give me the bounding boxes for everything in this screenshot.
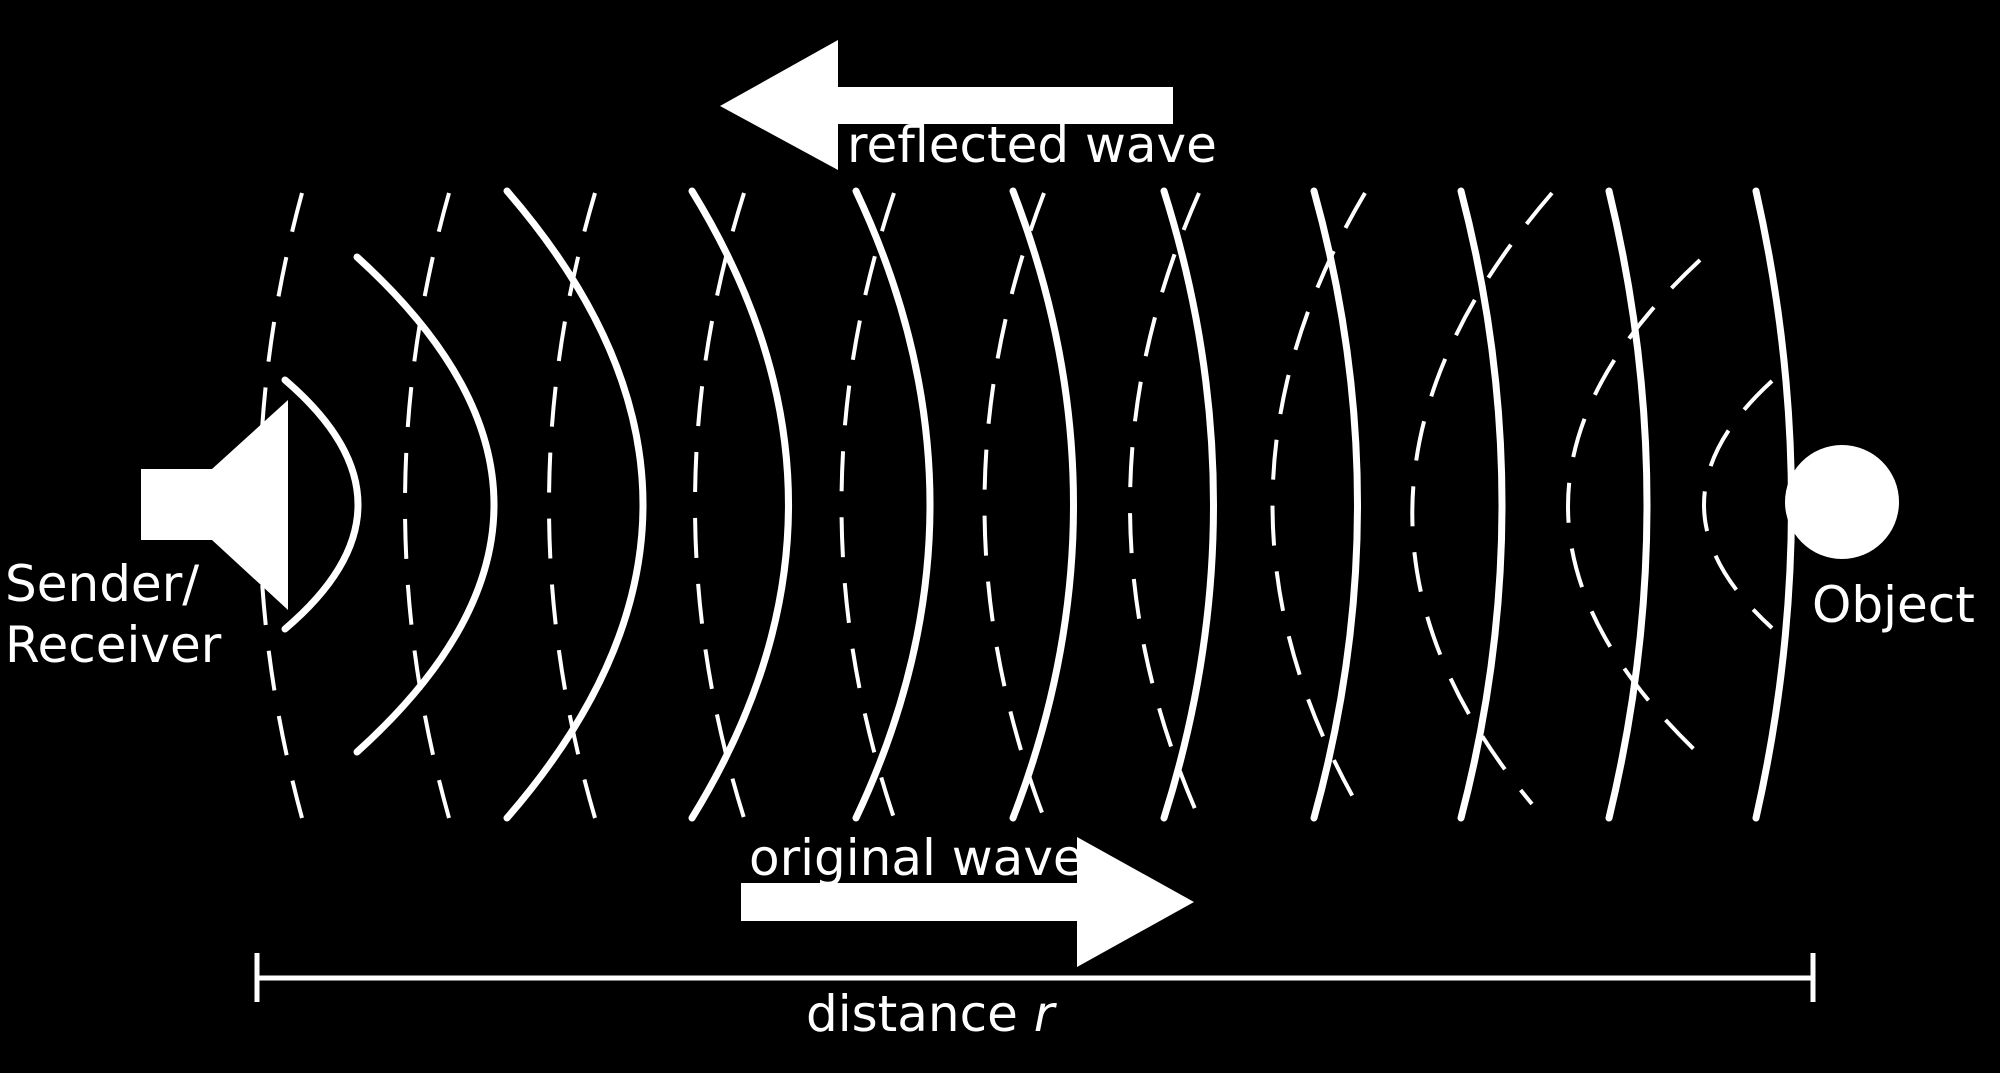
reflected-wavefront-1 [1702,379,1774,630]
distance-label-symbol: r [1034,985,1058,1043]
reflected-wavefront-7 [839,192,896,819]
reflected-wave-arrow [720,40,1173,170]
reflected-wavefront-5 [1128,192,1201,819]
distance-label: distance r [806,985,1058,1043]
reflected-wavefront-2 [1566,258,1702,757]
original-wavefront-3 [503,187,647,822]
original-wavefront-8 [1310,187,1361,822]
arrow-left-icon [720,40,1173,170]
object-circle [1785,445,1899,559]
original-wavefront-6 [1009,187,1077,822]
speaker-icon [141,400,288,610]
original-wavefront-9 [1457,187,1506,822]
reflected-wavefronts [257,191,1774,820]
original-wavefronts [281,187,1795,822]
original-wavefront-4 [688,187,792,822]
reflected-wavefront-6 [982,192,1046,819]
original-wavefront-1 [281,376,362,633]
reflected-wavefront-8 [693,192,746,819]
original-wavefront-7 [1160,187,1217,822]
reflected-wavefront-10 [403,192,451,819]
reflected-wave-label: reflected wave [847,116,1217,174]
distance-scale [254,953,1816,1002]
original-wave-arrow [741,837,1194,967]
distance-label-prefix: distance [806,985,1034,1043]
original-wavefront-10 [1605,187,1651,822]
arrow-right-icon [741,837,1194,967]
original-wavefront-5 [852,187,934,822]
object-label: Object [1812,576,1975,634]
reflected-wavefront-11 [257,192,304,819]
original-wave-label: original wave [749,829,1084,887]
original-wavefront-11 [1752,187,1795,822]
original-wavefront-2 [353,253,498,756]
reflected-wavefront-4 [1270,191,1367,820]
reflected-wavefront-9 [547,192,597,819]
sender-label-line1: Sender/ [5,555,199,613]
reflected-wavefront-3 [1410,191,1554,806]
sender-label-line2: Receiver [5,616,222,674]
